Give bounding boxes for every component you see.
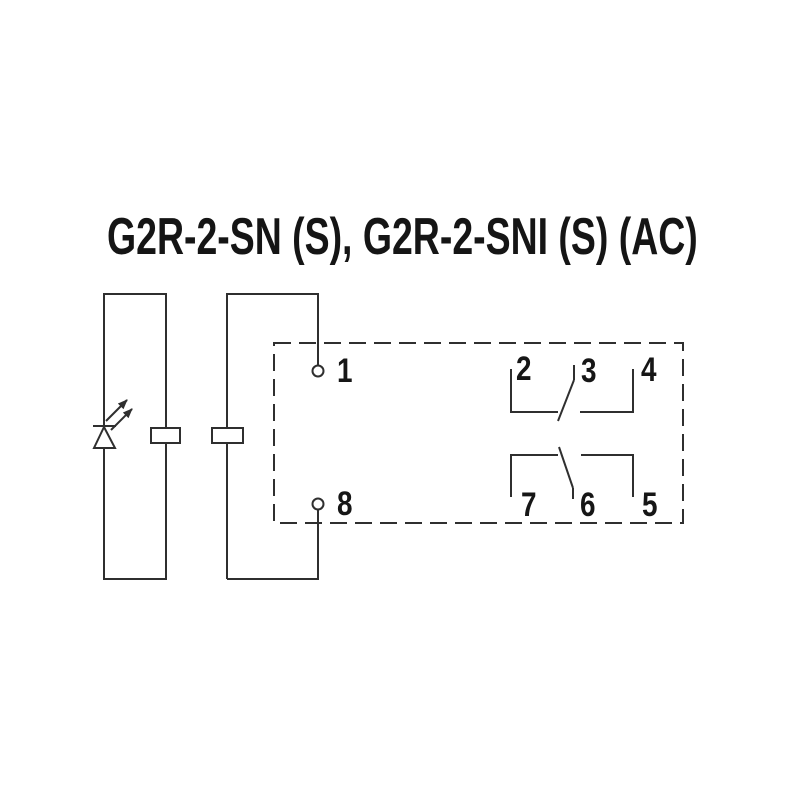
- coil-loop-wire-bottom: [227, 510, 319, 580]
- led-triangle: [92, 424, 117, 449]
- terminal-4-contact: [580, 369, 634, 413]
- terminal-label-3: 3: [581, 352, 597, 390]
- terminal-2-contact: [510, 369, 558, 413]
- resistor-icon: [150, 427, 181, 444]
- terminal-label-8: 8: [337, 485, 353, 523]
- contact-blade: [557, 379, 575, 422]
- contact-blade: [558, 446, 574, 489]
- contact-pole-1: [510, 365, 634, 422]
- resistor-icon: [211, 427, 244, 444]
- terminal-label-2: 2: [516, 350, 532, 388]
- terminal-label-4: 4: [641, 351, 657, 389]
- terminal-label-7: 7: [521, 486, 537, 524]
- terminal-8-pin: [311, 497, 325, 511]
- terminal-label-6: 6: [580, 486, 596, 524]
- terminal-7-contact: [510, 454, 558, 497]
- terminal-1-pin: [311, 364, 325, 378]
- terminal-label-5: 5: [642, 486, 658, 524]
- page-title: G2R-2-SN (S), G2R-2-SNI (S) (AC): [107, 208, 698, 266]
- terminal-5-contact: [581, 454, 634, 497]
- terminal-label-1: 1: [337, 352, 353, 390]
- coil-branch: [211, 293, 325, 580]
- led-light-arrow: [110, 408, 133, 431]
- relay-outline: [273, 342, 684, 524]
- led-light-arrow: [105, 399, 128, 422]
- led-icon: [92, 399, 133, 449]
- indicator-branch: [92, 293, 181, 580]
- contact-pole-2: [510, 446, 634, 499]
